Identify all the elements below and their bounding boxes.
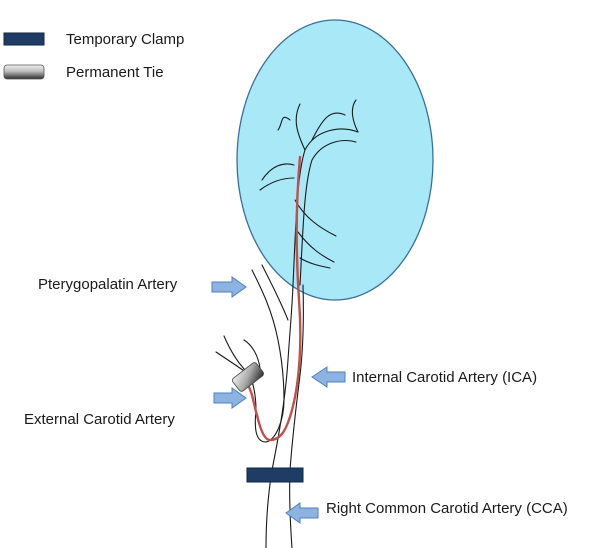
- external-carotid-arrow: [213, 387, 247, 409]
- temporary-clamp: [246, 467, 304, 483]
- legend-tie-label: Permanent Tie: [66, 64, 164, 81]
- common-carotid-label: Right Common Carotid Artery (CCA): [326, 500, 568, 517]
- external-carotid-label: External Carotid Artery: [24, 411, 175, 428]
- carotid-vessel-walls: [215, 264, 304, 548]
- legend-clamp-swatch: [3, 32, 45, 46]
- permanent-tie: [232, 362, 264, 392]
- common-carotid-arrow: [285, 502, 319, 524]
- legend-clamp-label: Temporary Clamp: [66, 31, 184, 48]
- legend-tie-swatch: [3, 64, 45, 80]
- internal-carotid-label: Internal Carotid Artery (ICA): [352, 369, 537, 386]
- pterygopalatin-arrow: [211, 276, 247, 298]
- brain-ellipse: [236, 19, 434, 301]
- pterygopalatin-label: Pterygopalatin Artery: [38, 276, 178, 293]
- cerebral-vessels: [259, 99, 359, 286]
- catheter-line: [242, 155, 302, 442]
- internal-carotid-arrow: [311, 366, 346, 388]
